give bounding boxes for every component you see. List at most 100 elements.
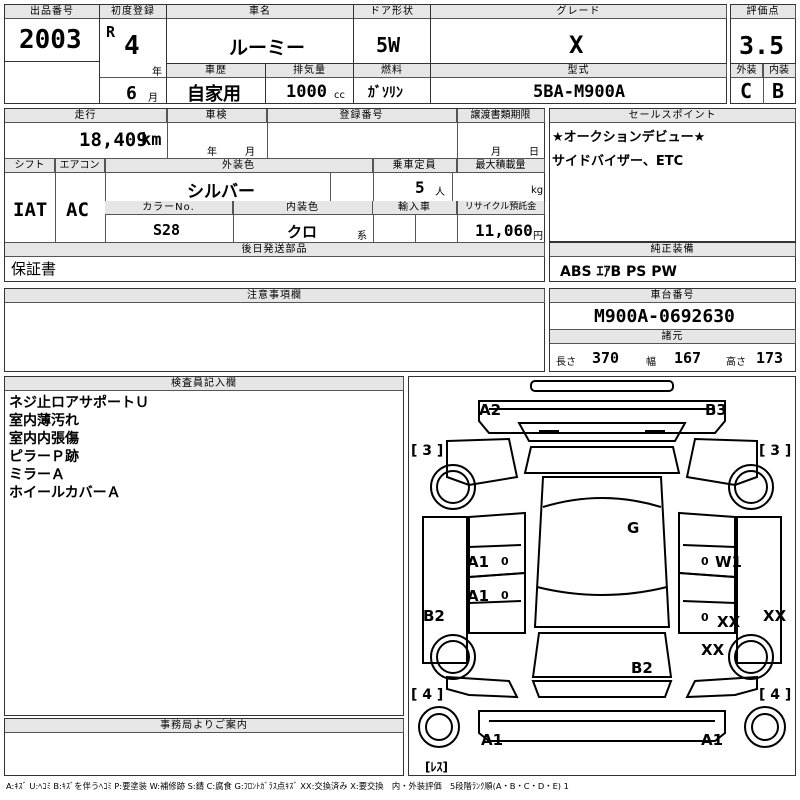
registration-label: 登録番号 xyxy=(267,109,457,123)
top-table: 出品番号 2003 初度登録 R 4 年 6 月 車名 ルーミー ドア形状 5W… xyxy=(4,4,796,105)
door-cell: ドア形状 5W xyxy=(353,4,431,64)
inspection-month-unit: 月 xyxy=(245,147,255,158)
office-box: 事務局よりご案内 xyxy=(4,718,404,776)
later-parts-value: 保証書 xyxy=(11,260,57,278)
car-diagram: [ 3 ] [ 3 ] [ 4 ] [ 4 ] [ﾚｽ] A2 B3 G A1 … xyxy=(411,380,791,774)
color-no-value: S28 xyxy=(153,221,181,239)
inspector-label: 検査員記入欄 xyxy=(5,377,404,391)
mileage-unit: km xyxy=(141,130,162,150)
max-load-unit: kg xyxy=(531,185,544,196)
mark-rear-bumper-right: A1 xyxy=(701,731,723,749)
displacement-value: 1000 xyxy=(286,82,327,102)
mark-zero: 0 xyxy=(701,611,709,624)
int-color-unit: 系 xyxy=(357,231,367,242)
height-value: 173 xyxy=(756,349,784,367)
inspector-line: 室内内張傷 xyxy=(9,431,79,447)
tire-rear-right: [ 4 ] xyxy=(759,687,791,703)
transfer-month-unit: 月 xyxy=(491,147,501,158)
score-label: 評価点 xyxy=(731,5,796,19)
history-label: 車歴 xyxy=(167,64,266,78)
tire-rear-left: [ 4 ] xyxy=(411,687,443,703)
dims-label: 諸元 xyxy=(550,330,796,344)
grade-cell: グレード X xyxy=(430,4,727,64)
displacement-label: 排気量 xyxy=(266,64,354,78)
inspector-line: ピラーＰ跡 xyxy=(9,449,79,465)
score-cell: 評価点 3.5 xyxy=(730,4,796,64)
caution-box: 注意事項欄 xyxy=(4,288,545,372)
mark-front-right: B3 xyxy=(705,401,727,419)
first-reg-month: 6 xyxy=(126,83,137,104)
mark-front-left: A2 xyxy=(479,401,501,419)
inspection-label: 車検 xyxy=(167,109,267,123)
sales-point-line2: サイドバイザー、ETC xyxy=(552,154,684,169)
ext-score-value: C xyxy=(740,79,753,103)
score-sub-cell: 外装 内装 C B xyxy=(730,63,796,104)
equipment-label: 純正装備 xyxy=(550,243,796,257)
mark-rear-right: XX xyxy=(701,641,725,659)
color-no-label: カラーNo. xyxy=(105,201,233,215)
car-name-value: ルーミー xyxy=(229,37,306,59)
shift-value: IAT xyxy=(13,199,48,221)
int-color-label: 内装色 xyxy=(233,201,373,215)
ext-color-label: 外装色 xyxy=(105,159,373,173)
recycle-value: 11,060 xyxy=(475,221,533,240)
mark-left-rear-door: A1 xyxy=(467,587,489,605)
caution-label: 注意事項欄 xyxy=(5,289,545,303)
mark-zero: 0 xyxy=(501,555,509,568)
first-reg-month-unit: 月 xyxy=(148,93,158,104)
fuel-cell: 燃料 ｶﾞｿﾘﾝ xyxy=(353,63,431,104)
chassis-value: M900A-0692630 xyxy=(594,306,735,327)
capacity-unit: 人 xyxy=(435,187,445,198)
model-label: 型式 xyxy=(431,64,727,78)
recycle-label: リサイクル預託金 xyxy=(457,201,545,215)
int-score-value: B xyxy=(772,79,785,103)
lot-cell: 出品番号 2003 xyxy=(4,4,100,62)
tire-front-left: [ 3 ] xyxy=(411,443,443,459)
door-label: ドア形状 xyxy=(354,5,431,19)
fuel-label: 燃料 xyxy=(354,64,431,78)
first-reg-year-unit: 年 xyxy=(152,67,162,78)
lot-blank-cell xyxy=(4,61,100,104)
first-reg-label: 初度登録 xyxy=(100,5,167,19)
transfer-label: 譲渡書類期限 xyxy=(457,109,545,123)
inspector-box: 検査員記入欄 ネジ止ロアサポートＵ 室内薄汚れ 室内内張傷 ピラーＰ跡 ミラーＡ… xyxy=(4,376,404,716)
first-reg-year: 4 xyxy=(124,31,140,61)
history-value: 自家用 xyxy=(187,84,241,105)
inspector-line: ホイールカバーＡ xyxy=(9,485,121,501)
mark-zero: 0 xyxy=(701,555,709,568)
inspection-year-unit: 年 xyxy=(207,147,217,158)
aircon-label: エアコン xyxy=(55,159,105,173)
legend: A:ｷｽﾞ U:ﾍｺﾐ B:ｷｽﾞを伴うﾍｺﾐ P:要塗装 W:補修跡 S:錆 … xyxy=(6,781,569,791)
model-value: 5BA-M900A xyxy=(533,82,626,102)
score-value: 3.5 xyxy=(739,31,785,60)
mark-trunk: B2 xyxy=(631,659,653,677)
inspector-line: ミラーＡ xyxy=(9,467,65,483)
mark-right-quarter: XX xyxy=(763,607,787,625)
mark-right-front-door: W1 xyxy=(715,553,742,571)
width-value: 167 xyxy=(674,349,702,367)
length-label: 長さ xyxy=(556,357,576,368)
ext-score-label: 外装 xyxy=(731,64,763,78)
displacement-cell: 排気量 1000 cc xyxy=(265,63,354,104)
car-name-label: 車名 xyxy=(167,5,354,19)
first-reg-cell: 初度登録 R 4 年 6 月 xyxy=(99,4,167,104)
later-parts-label: 後日発送部品 xyxy=(5,243,545,257)
sales-point-label: セールスポイント xyxy=(550,109,796,123)
width-label: 幅 xyxy=(646,357,656,368)
ext-color-value: シルバー xyxy=(187,182,255,202)
history-cell: 車歴 自家用 xyxy=(166,63,266,105)
capacity-value: 5 xyxy=(415,178,425,197)
mark-rear-bumper-left: A1 xyxy=(481,731,503,749)
sales-point-box: セールスポイント ★オークションデビュー★ サイドバイザー、ETC xyxy=(549,108,796,242)
int-score-label: 内装 xyxy=(763,64,796,78)
inspector-line: ネジ止ロアサポートＵ xyxy=(9,395,149,411)
model-cell: 型式 5BA-M900A xyxy=(430,63,727,104)
mark-left-quarter: B2 xyxy=(423,607,445,625)
mileage-value: 18,409 xyxy=(79,129,148,151)
lot-value: 2003 xyxy=(19,25,82,55)
int-color-value: クロ xyxy=(287,223,318,241)
mark-left-front-door: A1 xyxy=(467,553,489,571)
length-value: 370 xyxy=(592,349,620,367)
mark-right-rear-door: XX xyxy=(717,613,741,631)
tire-front-right: [ 3 ] xyxy=(759,443,791,459)
